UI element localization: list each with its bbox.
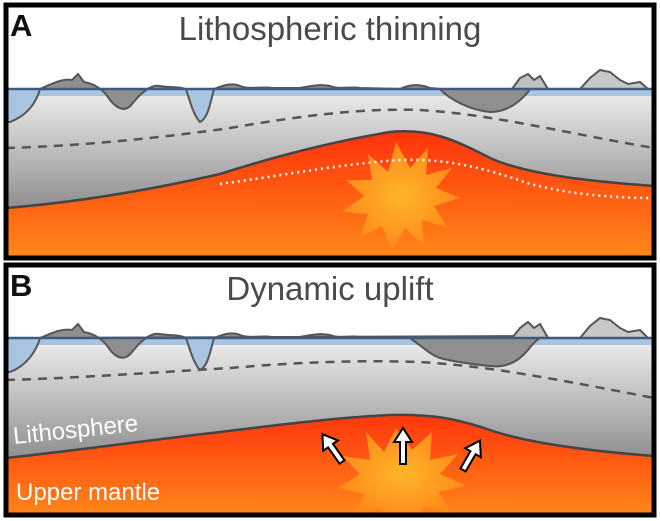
dashed-boundary-b xyxy=(6,360,654,400)
panel-b-frame xyxy=(3,262,657,518)
panel-b-letter: B xyxy=(10,268,32,303)
up-arrow-icon xyxy=(321,432,346,466)
panel-a-letter: A xyxy=(10,8,32,43)
panel-a-title: Lithospheric thinning xyxy=(179,10,482,47)
panel-a xyxy=(6,68,654,258)
lithosphere-base-b xyxy=(6,413,654,460)
panel-a-frame xyxy=(3,2,657,261)
panel-b-title: Dynamic uplift xyxy=(226,270,433,307)
lithosphere-base-a xyxy=(6,130,654,210)
up-arrow-icon xyxy=(459,438,482,473)
starburst-icon xyxy=(338,428,466,515)
mountains-far-right-a xyxy=(577,68,651,90)
mountains-right-b xyxy=(509,320,550,339)
panel-b: Lithosphere Upper mantle xyxy=(6,316,654,515)
dotted-original-base-a xyxy=(219,158,654,200)
mountains-far-right-b xyxy=(577,316,651,339)
up-arrow-icon xyxy=(392,426,414,465)
dashed-boundary-a xyxy=(6,108,654,150)
starburst-icon xyxy=(342,142,460,250)
upper-mantle-label: Upper mantle xyxy=(16,479,160,506)
lithosphere-a xyxy=(6,96,654,208)
lake-mid-a xyxy=(184,88,216,124)
mountains-right-a xyxy=(510,72,550,90)
